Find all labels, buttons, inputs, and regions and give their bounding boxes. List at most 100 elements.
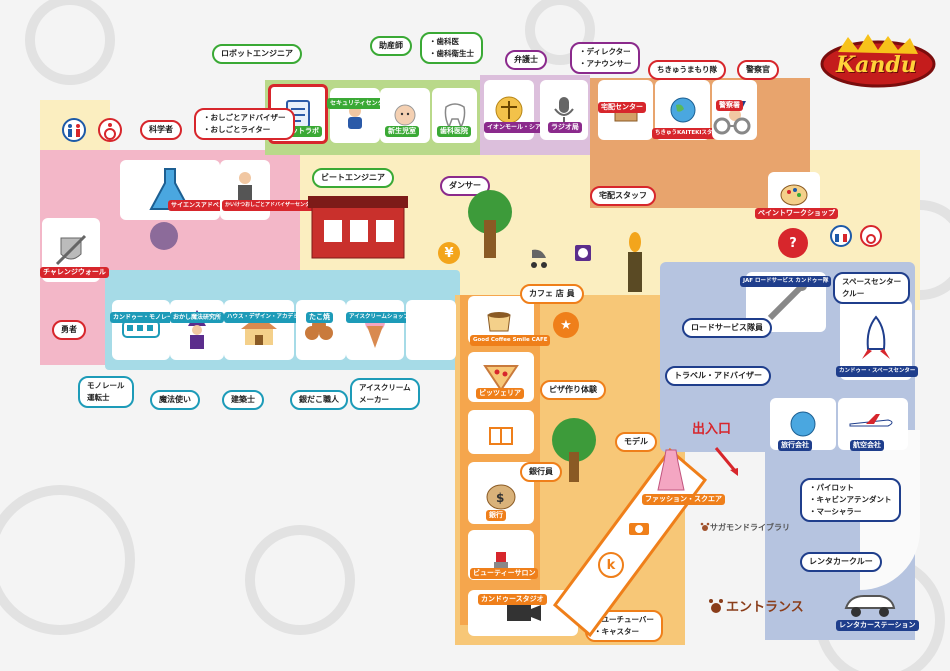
coffee-cup-icon	[487, 312, 511, 332]
police-station-sign: 警察署	[716, 100, 743, 111]
airline-staff-bubble-line: ・キャビンアテンダント	[809, 495, 892, 504]
cafe-staff-bubble[interactable]: カフェ 店 員	[520, 284, 584, 304]
work-adviser-booth[interactable]	[220, 160, 270, 220]
cafe-sign: Good Coffee Smile CAFE	[470, 335, 551, 346]
space-crew-bubble[interactable]: スペースセンター クルー	[833, 272, 911, 304]
baby-icon	[394, 104, 416, 125]
magic-lab-booth[interactable]	[170, 300, 224, 360]
gift-box-icon	[489, 427, 513, 445]
lawyer-bubble[interactable]: 弁護士	[505, 50, 547, 70]
clock-icon[interactable]	[574, 244, 592, 262]
exit-arrow-icon	[712, 444, 742, 478]
science-adventure-booth[interactable]	[120, 160, 220, 220]
director-bubble[interactable]: ・ディレクター ・アナウンサー	[570, 42, 641, 74]
kandu-logo[interactable]: Kandu	[818, 32, 938, 92]
information-icon[interactable]: ?	[778, 228, 808, 258]
work-adviser-bubble-line: ・おしごとライター	[203, 125, 271, 134]
entrance-label[interactable]: エントランス	[726, 600, 804, 615]
fashion-strip	[552, 447, 708, 638]
lipstick-icon	[494, 552, 508, 568]
scales-icon	[495, 96, 523, 124]
adviser-icon	[238, 172, 252, 203]
rental-station-sign: レンタカーステーション	[836, 620, 919, 631]
icecream-maker-bubble[interactable]: アイスクリーム メーカー	[350, 378, 420, 410]
dentist-bubble[interactable]: ・歯科医 ・歯科衛生士	[420, 32, 483, 64]
wizard-bubble[interactable]: 魔法使い	[150, 390, 200, 410]
paw-icon-2	[708, 598, 724, 614]
tree-icon	[545, 418, 603, 484]
bank-sign: 銀行	[486, 510, 506, 521]
tree-house-icon	[460, 190, 520, 260]
car-icon[interactable]	[840, 590, 900, 620]
youtuber-bubble-line: ・ユーチューバー	[594, 615, 654, 624]
robot-engineer-bubble[interactable]: ロボットエンジニア	[212, 44, 302, 64]
beauty-salon-sign: ビューティーサロン	[470, 568, 539, 579]
robot-lab-sign: ロボットラボ	[274, 126, 322, 137]
security-center-booth[interactable]	[330, 88, 380, 143]
accessible-restroom-icon-2[interactable]	[860, 225, 882, 247]
road-service-bubble[interactable]: ロードサービス隊員	[682, 318, 772, 338]
kaiteki-stadium-sign: ちきゅうKAITEKIスタジアム	[652, 128, 732, 139]
takoyaki-sign: たこ焼	[306, 312, 333, 323]
airline-sign: 航空会社	[850, 440, 884, 451]
work-adviser-bubble[interactable]: ・おしごとアドバイザー ・おしごとライター	[194, 108, 295, 140]
yen-icon[interactable]: ¥	[438, 242, 460, 264]
video-camera-icon	[507, 605, 541, 621]
icecream-shop-booth[interactable]	[346, 300, 404, 360]
fashion-square-sign: ファッション・スクエア	[642, 494, 725, 505]
icecream-maker-bubble-line: メーカー	[359, 395, 389, 404]
dress-icon	[656, 448, 686, 492]
sword-shield-icon	[55, 234, 87, 266]
restroom-icon-2[interactable]	[830, 225, 852, 247]
beat-engineer-bubble[interactable]: ビートエンジニア	[312, 168, 394, 188]
icecream-maker-bubble-line: アイスクリーム	[359, 383, 411, 392]
svg-text:$: $	[496, 491, 504, 505]
money-bag-icon: $	[486, 484, 516, 510]
bank-teller-bubble[interactable]: 銀行員	[520, 462, 562, 482]
stroller-icon[interactable]	[528, 246, 554, 270]
restaurant-building-icon[interactable]	[308, 190, 408, 260]
pizza-icon	[483, 365, 519, 392]
camera-icon[interactable]	[628, 520, 650, 536]
monorail-driver-bubble-line: 運転士	[87, 393, 110, 402]
model-bubble[interactable]: モデル	[615, 432, 657, 452]
rental-crew-bubble[interactable]: レンタカークルー	[800, 552, 882, 572]
youtuber-bubble-line: ・キャスター	[594, 627, 639, 636]
police-officer-bubble[interactable]: 警察官	[737, 60, 779, 80]
radio-station-sign: ラジオ局	[548, 122, 582, 133]
work-adviser-sign: かいけつおしごとアドバイザーセンター	[222, 200, 319, 211]
delivery-staff-bubble[interactable]: 宅配スタッフ	[590, 186, 656, 206]
hero-bubble[interactable]: 勇者	[52, 320, 86, 340]
library-label[interactable]: サガモンドライブラリ	[710, 523, 790, 532]
gift-booth[interactable]	[468, 410, 534, 454]
delivery-center-sign: 宅配センター	[598, 102, 646, 113]
accessible-restroom-icon[interactable]	[98, 118, 122, 142]
rocket-icon	[862, 315, 890, 359]
earth-defense-bubble[interactable]: ちきゅうまもり隊	[648, 60, 726, 80]
house-design-booth[interactable]	[224, 300, 294, 360]
star-icon[interactable]: ★	[553, 312, 579, 338]
kandu-coin-icon[interactable]: k	[598, 552, 624, 578]
handcuffs-icon	[712, 110, 752, 140]
restroom-icon[interactable]	[62, 118, 86, 142]
airline-staff-bubble[interactable]: ・パイロット ・キャビンアテンダント ・マーシャラー	[800, 478, 901, 522]
midwife-bubble[interactable]: 助産師	[370, 36, 412, 56]
scientist-bubble[interactable]: 科学者	[140, 120, 182, 140]
exit-label[interactable]: 出入口	[692, 422, 732, 437]
director-bubble-line: ・ディレクター	[579, 47, 631, 56]
dancer-bubble[interactable]: ダンサー	[440, 176, 490, 196]
travel-adviser-bubble[interactable]: トラベル・アドバイザー	[665, 366, 771, 386]
aeon-theater-sign: イオンモール・シアター	[484, 122, 557, 133]
takoyaki-chef-bubble[interactable]: 銀だこ職人	[290, 390, 348, 410]
icecream-shop-sign: アイスクリームショップ	[346, 312, 412, 323]
monorail-driver-bubble-line: モノレール	[87, 381, 125, 390]
architect-bubble[interactable]: 建築士	[222, 390, 264, 410]
monorail-driver-bubble[interactable]: モノレール 運転士	[78, 376, 134, 408]
dentist-bubble-line: ・歯科医	[429, 37, 459, 46]
jaf-road-service-sign: JAF ロードサービス カンドゥー隊	[740, 276, 832, 287]
monorail-booth[interactable]	[112, 300, 170, 360]
takoyaki-booth[interactable]	[296, 300, 346, 360]
pizza-making-bubble[interactable]: ピザ作り体験	[540, 380, 606, 400]
nursery-sign: 新生児室	[385, 126, 419, 137]
